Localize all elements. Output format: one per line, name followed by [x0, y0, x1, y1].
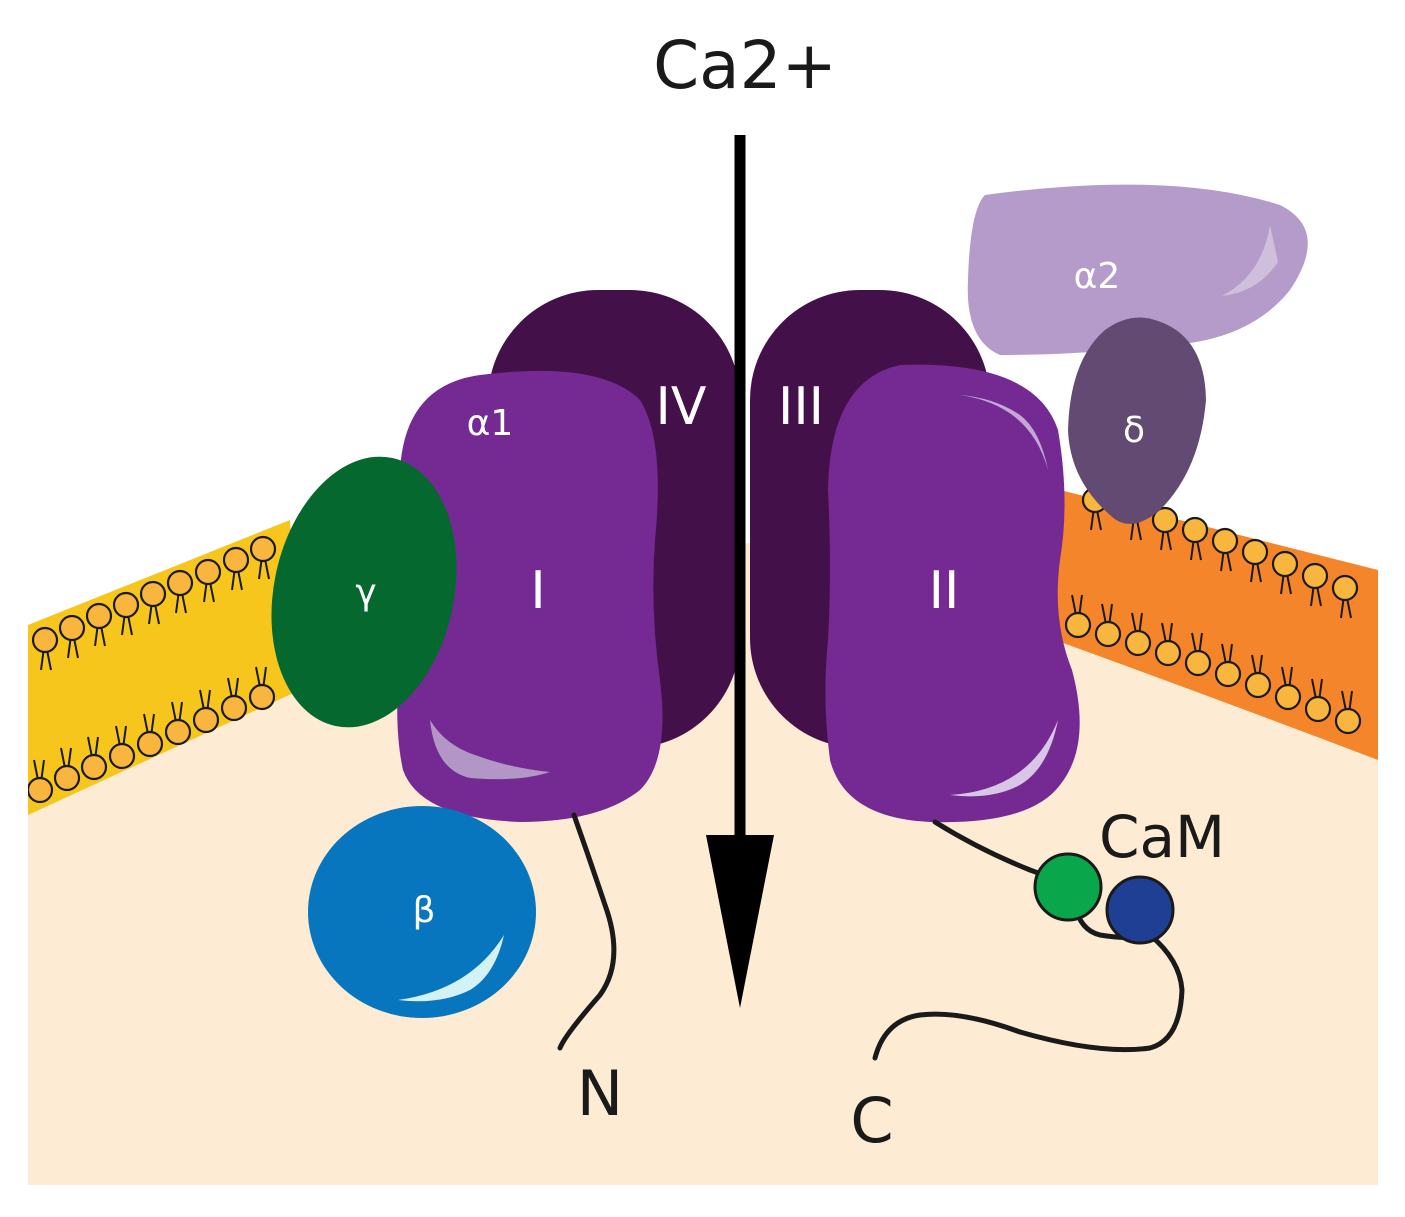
cam-green-bead — [1033, 852, 1103, 922]
gamma-subunit: γ — [271, 456, 457, 728]
membrane-left — [28, 520, 300, 815]
alpha2-label: α2 — [1074, 256, 1121, 297]
cam-label: CaM — [1099, 803, 1225, 871]
domain-I-label: I — [530, 561, 545, 621]
n-terminus-label: N — [577, 1057, 623, 1130]
calcium-influx-arrow — [706, 135, 774, 1008]
domain-III-label: III — [778, 377, 824, 437]
calmodulin — [1033, 852, 1175, 945]
gamma-label: γ — [355, 572, 376, 613]
ion-label: Ca2+ — [653, 27, 837, 104]
alpha1-domain-I — [397, 370, 663, 822]
domain-IV-label: IV — [656, 377, 707, 437]
alpha2-subunit: α2 — [967, 184, 1308, 355]
alpha1-label: α1 — [467, 403, 514, 444]
n-terminus-tail — [557, 812, 617, 1051]
membrane-right — [1048, 486, 1378, 760]
domain-II-label: II — [929, 561, 960, 621]
beta-subunit: β — [308, 806, 536, 1018]
cam-blue-bead — [1105, 875, 1175, 945]
delta-subunit: δ — [1068, 317, 1206, 524]
c-terminus-label: C — [850, 1084, 893, 1157]
alpha1-domain-II — [825, 364, 1080, 823]
delta-label: δ — [1123, 410, 1145, 451]
beta-label: β — [413, 890, 436, 931]
